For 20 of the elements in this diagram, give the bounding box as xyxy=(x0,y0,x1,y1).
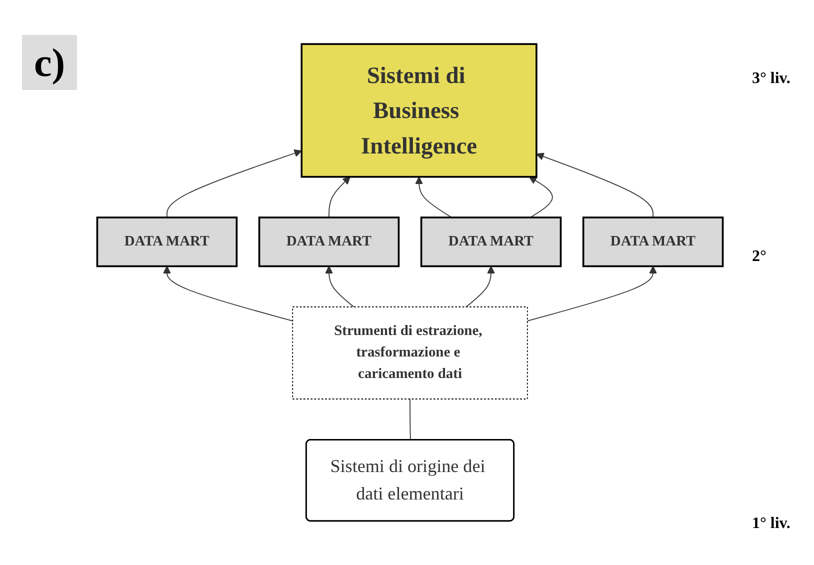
arrow xyxy=(166,149,302,218)
arrow xyxy=(415,176,452,218)
arrow xyxy=(466,266,495,308)
arrow xyxy=(162,266,294,322)
arrow xyxy=(328,176,350,218)
arrow xyxy=(536,152,654,218)
node-box: Sistemi di Business Intelligence xyxy=(300,43,538,178)
level-label: 3° liv. xyxy=(752,70,790,88)
node-box: DATA MART xyxy=(582,216,724,268)
node-box: DATA MART xyxy=(96,216,238,268)
level-label: 2° xyxy=(752,248,766,266)
arrow xyxy=(325,266,354,308)
node-box: DATA MART xyxy=(420,216,562,268)
node-box: DATA MART xyxy=(258,216,400,268)
panel-letter: c) xyxy=(22,35,78,90)
arrow xyxy=(528,176,553,218)
connector xyxy=(410,398,411,441)
node-box: Strumenti di estrazione, trasformazione e caricamento dati xyxy=(292,306,528,400)
level-label: 1° liv. xyxy=(752,515,790,533)
arrow xyxy=(526,266,658,322)
